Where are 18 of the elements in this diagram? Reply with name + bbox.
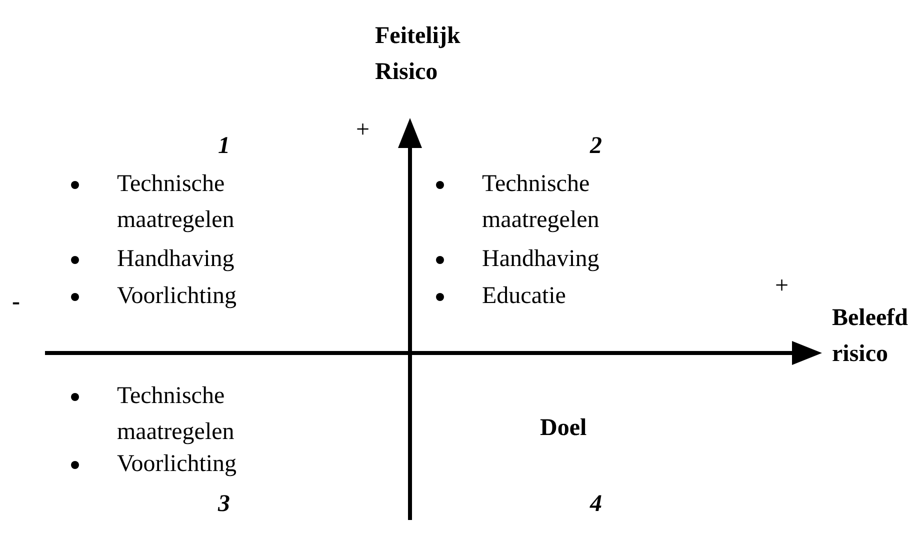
axis-title: Feitelijk Risico <box>375 22 462 87</box>
quadrant-number: 3 <box>218 490 230 519</box>
list-item: Handhaving <box>117 245 234 274</box>
list-item: Handhaving <box>482 245 600 274</box>
axis-title: Beleefd risico <box>832 304 909 369</box>
quadrant-number: 4 <box>590 490 602 519</box>
list-item: Educatie <box>482 282 566 311</box>
plus-sign: + <box>356 116 370 145</box>
plus-sign: + <box>775 272 789 301</box>
quadrant-number: 1 <box>218 132 230 161</box>
list-item: Voorlichting <box>117 282 237 311</box>
list-item: Voorlichting <box>117 450 237 479</box>
quadrant-number: 2 <box>590 132 602 161</box>
goal-label: Doel <box>540 414 587 443</box>
minus-sign: - <box>12 288 20 317</box>
list-item: Technische maatregelen <box>117 382 236 447</box>
list-item: Technische maatregelen <box>117 170 236 235</box>
list-item: Technische maatregelen <box>482 170 600 235</box>
